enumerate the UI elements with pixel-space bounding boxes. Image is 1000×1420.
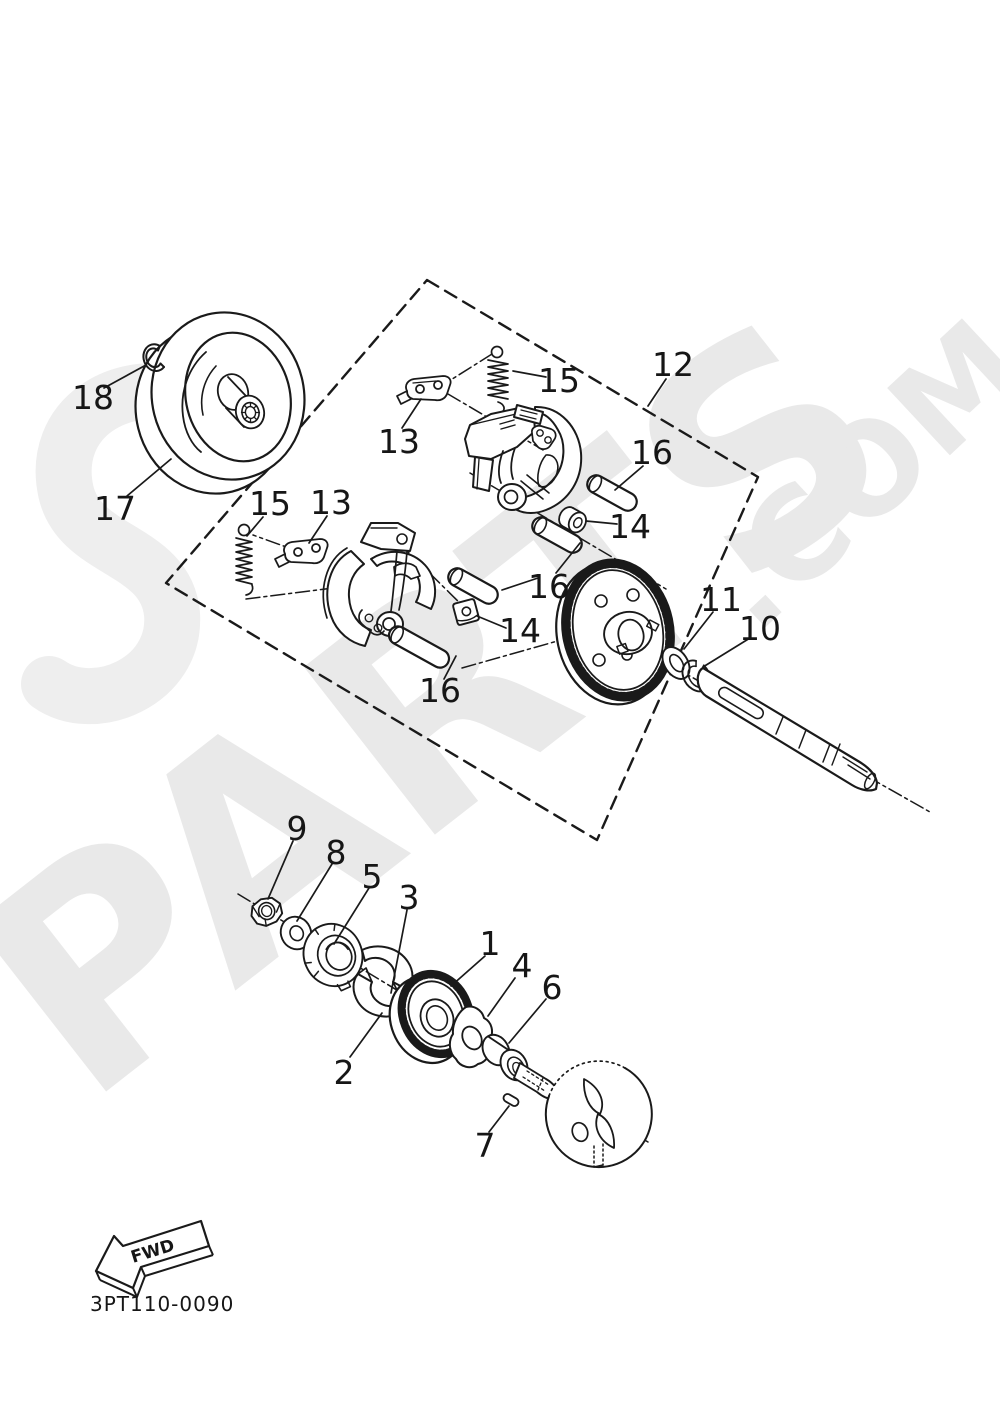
woodruff-key-7 (502, 1093, 520, 1107)
callout-label-1: 1 (480, 924, 501, 963)
callout-label-6: 6 (542, 968, 563, 1007)
callout-label-16-c: 16 (419, 671, 461, 710)
nut-14 (452, 598, 480, 626)
anchor-plate-lower-13 (274, 538, 329, 568)
collar-14 (558, 506, 587, 534)
callout-label-12: 12 (652, 345, 694, 384)
callout-label-16-b: 16 (528, 567, 570, 606)
callout-label-3: 3 (399, 878, 420, 917)
callout-label-18: 18 (72, 378, 114, 417)
callout-label-14-b: 14 (499, 611, 541, 650)
dowel-pin-16-d (387, 625, 451, 669)
callout-label-17: 17 (94, 489, 136, 528)
clutch-carrier-lower (322, 522, 437, 647)
callout-label-10: 10 (739, 609, 781, 648)
callout-label-2: 2 (334, 1053, 355, 1092)
anchor-plate-upper-13 (396, 375, 452, 405)
crank-web (544, 1060, 653, 1169)
callout-label-14-a: 14 (609, 507, 651, 546)
callout-label-11: 11 (700, 580, 742, 619)
dowel-pin-16-a (586, 474, 638, 512)
dowel-pin-16-b (531, 516, 583, 554)
callout-label-9: 9 (287, 809, 308, 848)
callout-label-15-lower: 15 (249, 484, 291, 523)
callout-label-15-upper: 15 (538, 361, 580, 400)
spring-lower-15 (235, 523, 254, 596)
spring-retainer-5 (302, 922, 364, 992)
callout-label-16-a: 16 (631, 433, 673, 472)
bushing-6 (481, 1033, 529, 1082)
spring-upper-15 (487, 345, 509, 413)
exploded-diagram (103, 278, 931, 1169)
washer-8 (279, 915, 313, 951)
guide-plate-4 (448, 1005, 493, 1069)
clutch-carrier-upper (464, 404, 583, 514)
drive-shaft (696, 666, 879, 792)
leader-lines (103, 364, 751, 1133)
watermark-logo-s-curve (21, 362, 228, 725)
callout-label-8: 8 (326, 833, 347, 872)
nut-9 (250, 896, 284, 927)
callout-label-7: 7 (475, 1126, 496, 1165)
driven-gear (555, 558, 675, 706)
snap-ring-18 (142, 343, 165, 372)
callout-label-13-lower: 13 (310, 483, 352, 522)
callout-label-13-upper: 13 (378, 422, 420, 461)
callout-label-4: 4 (512, 946, 533, 985)
clutch-weight-2 (352, 967, 405, 1018)
fwd-arrow: FWD (94, 1219, 214, 1298)
pinion-gear-1 (388, 969, 475, 1065)
callout-label-5: 5 (362, 857, 383, 896)
diagram-code: 3PT110-0090 (90, 1292, 234, 1316)
flywheel-drum-17 (134, 311, 306, 495)
dowel-pin-16-c (447, 567, 499, 605)
callouts: 18 17 13 15 12 16 14 16 14 15 13 16 11 1… (72, 345, 781, 1165)
